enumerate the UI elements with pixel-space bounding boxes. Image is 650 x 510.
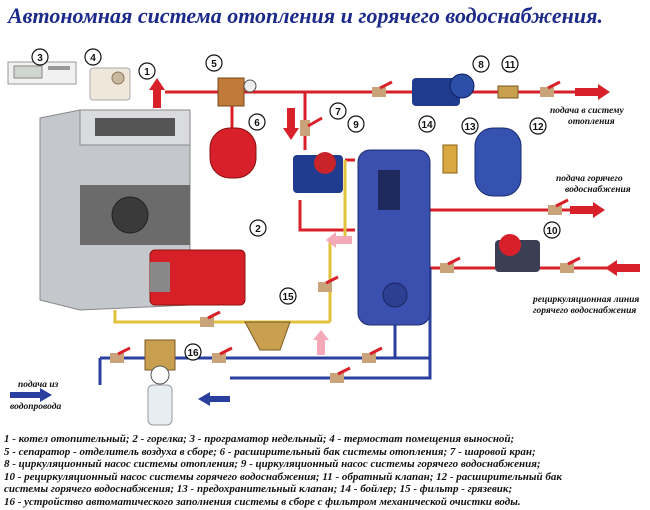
callout-7: 7 [335, 107, 341, 118]
arrow-left-icon [326, 232, 352, 248]
callout-4: 4 [90, 53, 96, 64]
dhw-expansion-tank [474, 127, 522, 197]
legend: 1 - котел отопительный; 2 - горелка; 3 -… [4, 433, 646, 509]
auto-fill-device [144, 339, 176, 426]
label-heating-supply-2: отопления [568, 117, 615, 127]
legend-line: 16 - устройство автоматического заполнен… [4, 495, 521, 508]
mud-filter [244, 321, 291, 351]
callout-8: 8 [478, 60, 484, 71]
burner [149, 249, 246, 306]
callout-3: 3 [37, 53, 43, 64]
arrow-right-icon [570, 202, 605, 218]
callout-6: 6 [254, 118, 260, 129]
legend-line: 10 - рециркуляционный насос системы горя… [4, 470, 562, 483]
callout-10: 10 [546, 226, 558, 237]
legend-line: 8 - циркуляционный насос системы отоплен… [4, 458, 541, 471]
arrow-up-icon [149, 78, 165, 108]
heating-expansion-tank [209, 127, 257, 179]
label-recirculation-2: горячего водоснабжения [533, 305, 636, 316]
label-heating-supply-1: подача в систему [550, 105, 624, 116]
arrow-left-icon [198, 392, 230, 406]
arrow-up-icon [313, 330, 329, 355]
callouts [31, 48, 561, 361]
air-separator [217, 77, 257, 107]
ball-valve [300, 116, 323, 136]
arrow-right-icon [10, 388, 52, 402]
arrow-right-icon [575, 84, 610, 100]
legend-line: 1 - котел отопительный; 2 - горелка; 3 -… [4, 433, 515, 445]
label-mains-inlet-2: водопровода [10, 401, 61, 412]
legend-line: 5 - сепаратор - отделитель воздуха в сбо… [4, 445, 536, 458]
callout-1: 1 [144, 67, 150, 78]
dhw-circulation-pump [293, 152, 343, 193]
label-hot-water-supply-1: подача горячего [556, 173, 623, 184]
hot-water-boiler [357, 149, 431, 326]
ball-valves [110, 80, 581, 383]
callout-14: 14 [421, 120, 433, 131]
label-recirculation-1: рециркуляционная линия [532, 295, 639, 305]
callout-11: 11 [505, 60, 516, 71]
room-thermostat [89, 67, 131, 101]
arrow-down-icon [283, 108, 299, 140]
legend-line: системы горячего водоснабжения; 13 - пре… [4, 483, 513, 496]
check-valve [497, 85, 519, 99]
arrow-left-icon [605, 260, 640, 276]
diagram-title: Автономная система отопления и горячего … [8, 3, 603, 28]
callout-16: 16 [187, 348, 199, 359]
flow-arrows [10, 78, 640, 406]
heating-system-diagram: 1 2 3 4 5 6 7 8 9 10 11 12 13 14 15 16 п… [7, 48, 640, 426]
callout-12: 12 [532, 122, 544, 133]
callout-13: 13 [464, 122, 476, 133]
callout-5: 5 [211, 59, 217, 70]
label-mains-inlet-1: подача из [18, 379, 59, 390]
safety-valve [442, 144, 458, 174]
callout-15: 15 [282, 292, 294, 303]
callout-2: 2 [255, 224, 261, 235]
label-hot-water-supply-2: водоснабжения [565, 184, 631, 195]
callout-9: 9 [353, 120, 359, 131]
recirculation-pump [495, 234, 540, 272]
heating-circulation-pump [412, 73, 475, 106]
